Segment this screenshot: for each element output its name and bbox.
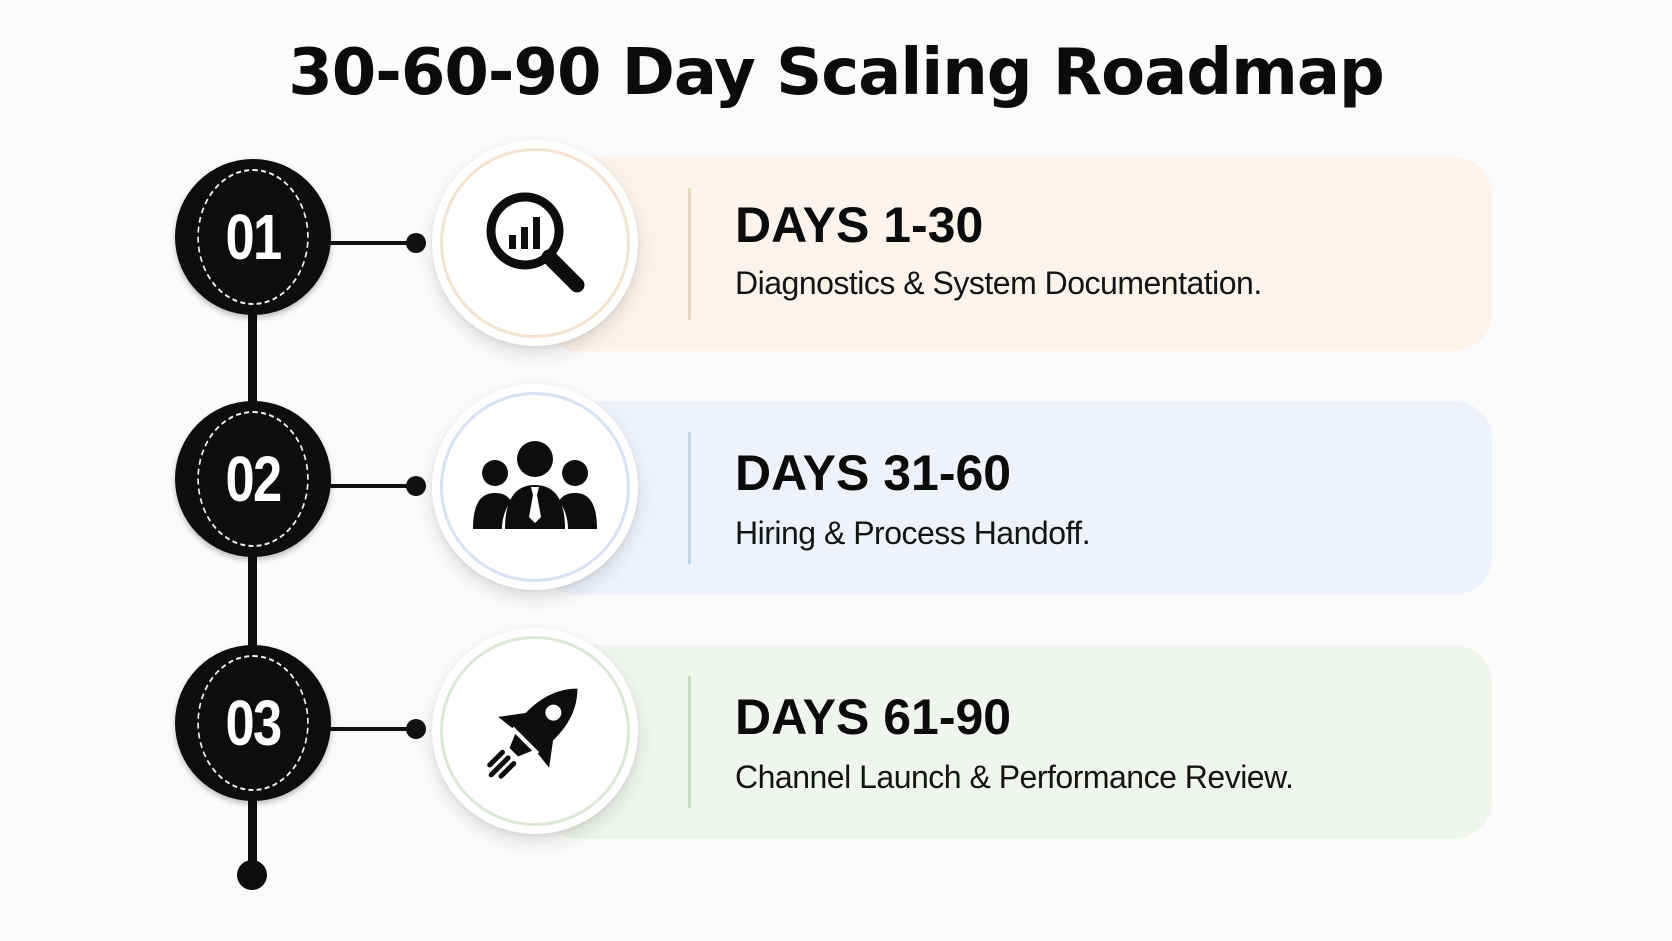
- connector-dot-1: [406, 233, 426, 253]
- phase-heading-2: DAYS 31-60: [735, 445, 1012, 501]
- phase-number-2: 02: [197, 411, 309, 547]
- phase-divider-3: [688, 676, 691, 808]
- phase-divider-1: [688, 188, 691, 320]
- connector-line-1: [330, 241, 418, 245]
- connector-line-2: [330, 484, 418, 488]
- connector-line-3: [330, 727, 418, 731]
- phase-icon-circle-3: [432, 628, 638, 834]
- timeline-end-dot: [237, 860, 267, 890]
- phase-card-3: [540, 645, 1492, 839]
- magnifier-chart-icon: [486, 192, 585, 293]
- phase-icon-circle-2: [432, 384, 638, 590]
- phase-card-1: [540, 157, 1492, 351]
- rocket-icon: [487, 688, 578, 779]
- phase-heading-1: DAYS 1-30: [735, 197, 984, 253]
- phase-icon-circle-1: [432, 140, 638, 346]
- phase-heading-3: DAYS 61-90: [735, 689, 1012, 745]
- phase-number-badge-3: 03: [175, 645, 331, 801]
- phase-divider-2: [688, 432, 691, 564]
- phase-number-badge-2: 02: [175, 401, 331, 557]
- phase-card-2: [540, 401, 1492, 595]
- connector-dot-3: [406, 719, 426, 739]
- phase-description-2: Hiring & Process Handoff.: [735, 515, 1091, 551]
- phase-description-1: Diagnostics & System Documentation.: [735, 265, 1262, 301]
- phase-number-3: 03: [197, 655, 309, 791]
- page-title: 30-60-90 Day Scaling Roadmap: [288, 36, 1385, 110]
- phase-number-badge-1: 01: [175, 159, 331, 315]
- phase-number-1: 01: [197, 169, 309, 305]
- connector-dot-2: [406, 476, 426, 496]
- team-icon: [473, 441, 597, 529]
- phase-description-3: Channel Launch & Performance Review.: [735, 759, 1294, 795]
